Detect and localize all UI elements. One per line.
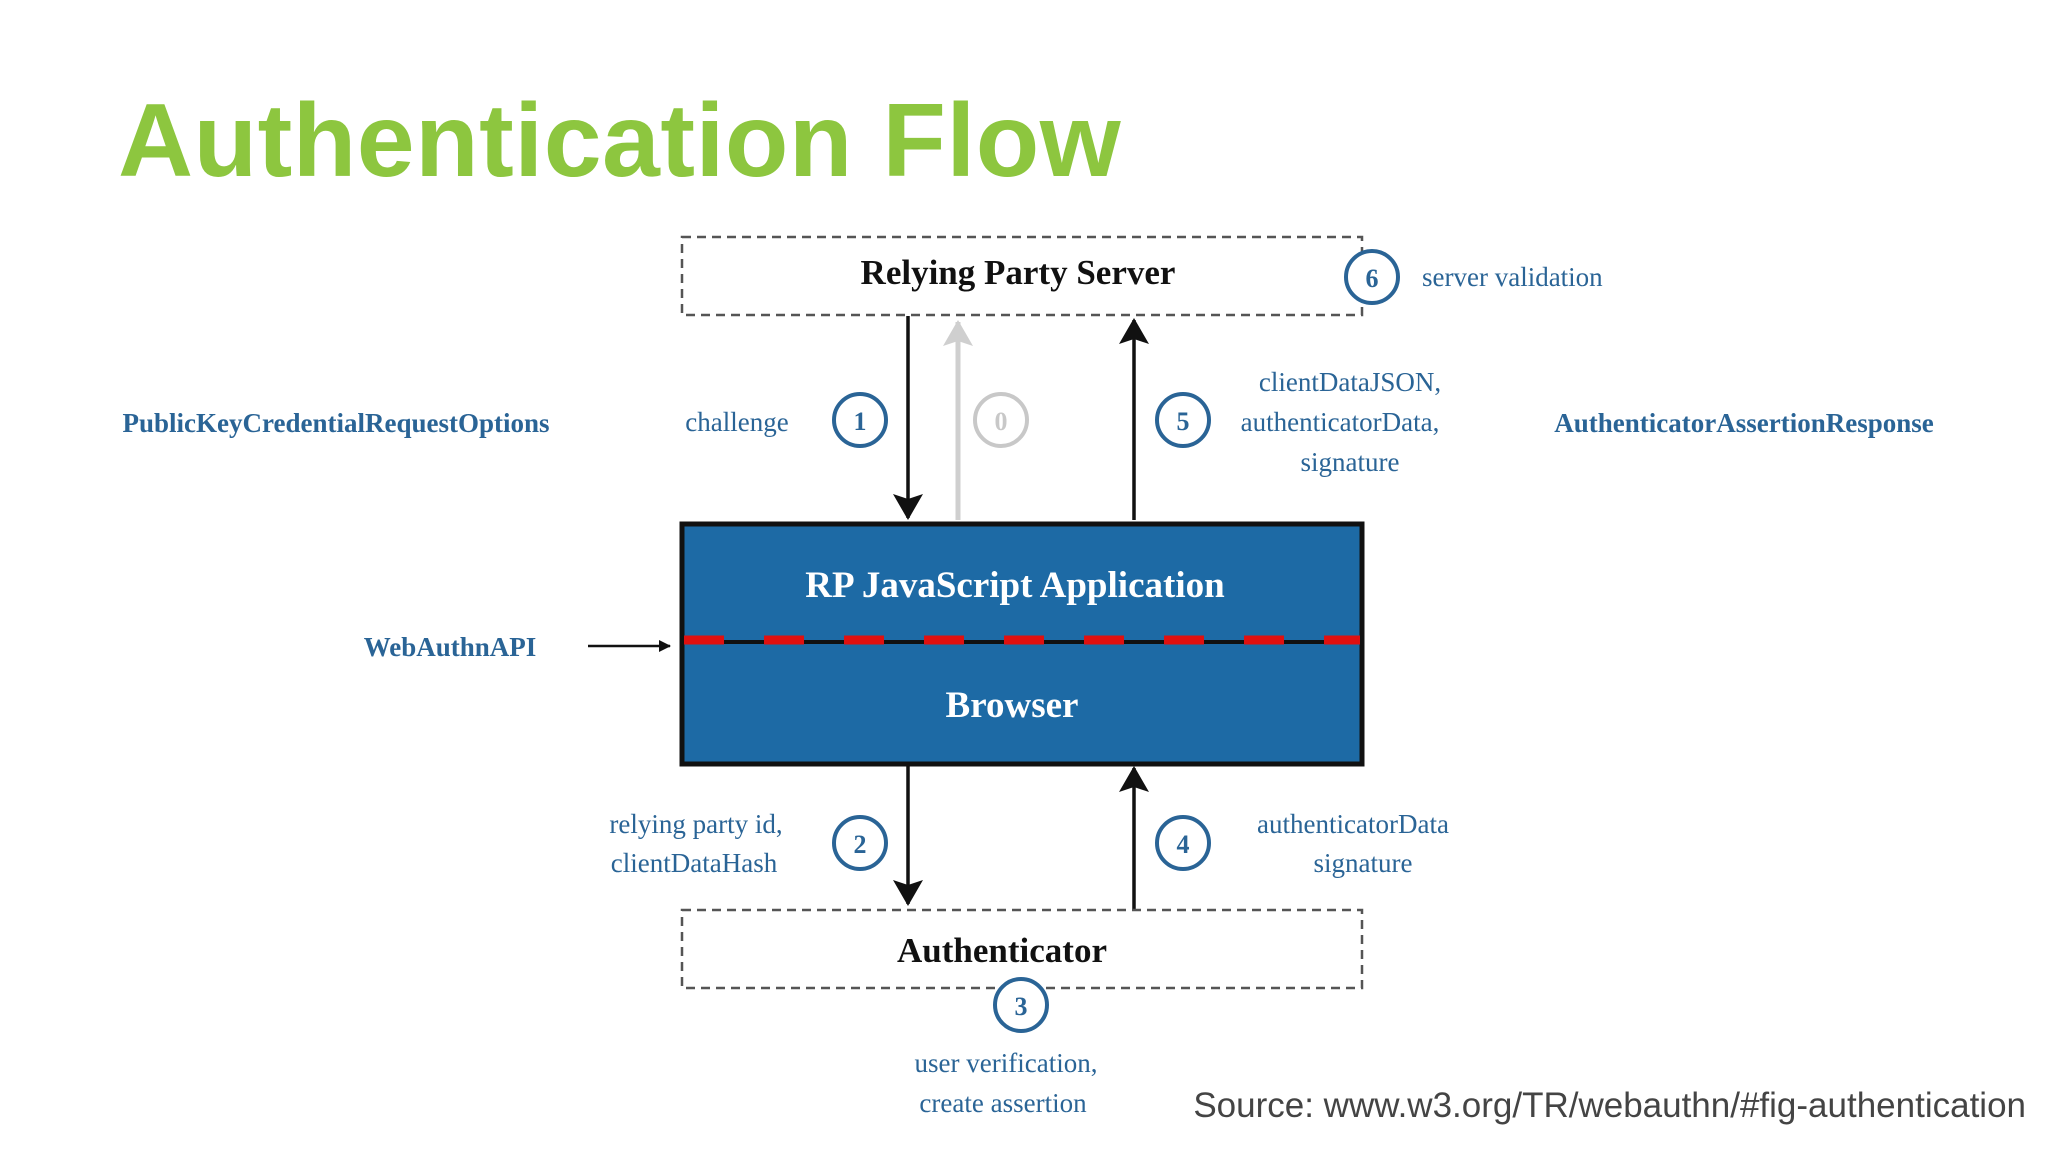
rp-javascript-application-label: RP JavaScript Application [805, 565, 1225, 606]
step-3-number: 3 [1015, 992, 1028, 1021]
authenticator-data-label: authenticatorData [1257, 809, 1449, 839]
step-1-marker [832, 392, 888, 448]
authenticator-label: Authenticator [897, 931, 1107, 970]
challenge-label: challenge [685, 407, 788, 437]
slide-title: Authentication Flow [118, 83, 1122, 199]
request-options-label: PublicKeyCredentialRequestOptions [122, 408, 549, 438]
step-5-number: 5 [1177, 407, 1190, 436]
signature-bottom-label: signature [1314, 848, 1413, 878]
step-5-marker [1155, 392, 1211, 448]
authenticator-data-comma-label: authenticatorData, [1241, 407, 1440, 437]
client-data-hash-label: clientDataHash [611, 848, 778, 878]
step-2-marker [832, 815, 888, 871]
step-6-number: 6 [1366, 264, 1379, 293]
step-6-marker [1344, 249, 1400, 305]
step-3-marker [993, 977, 1049, 1033]
step-4-marker [1155, 815, 1211, 871]
step-2-number: 2 [854, 830, 867, 859]
step-0-marker [973, 392, 1029, 448]
browser-label: Browser [946, 685, 1079, 726]
relying-party-server-box [680, 235, 1364, 317]
relying-party-id-label: relying party id, [609, 809, 782, 839]
step-1-number: 1 [854, 407, 867, 436]
authenticator-box [680, 908, 1364, 990]
signature-top-label: signature [1301, 447, 1400, 477]
step-4-number: 4 [1177, 830, 1190, 859]
step-0-number: 0 [995, 407, 1008, 436]
server-validation-label: server validation [1422, 262, 1603, 292]
webauthn-api-label: WebAuthnAPI [364, 632, 537, 662]
source-citation: Source: www.w3.org/TR/webauthn/#fig-auth… [1193, 1086, 2026, 1125]
create-assertion-label: create assertion [919, 1088, 1087, 1118]
assertion-response-label: AuthenticatorAssertionResponse [1554, 408, 1933, 438]
relying-party-server-label: Relying Party Server [861, 253, 1176, 292]
client-data-json-label: clientDataJSON, [1259, 367, 1441, 397]
user-verification-label: user verification, [915, 1048, 1098, 1078]
